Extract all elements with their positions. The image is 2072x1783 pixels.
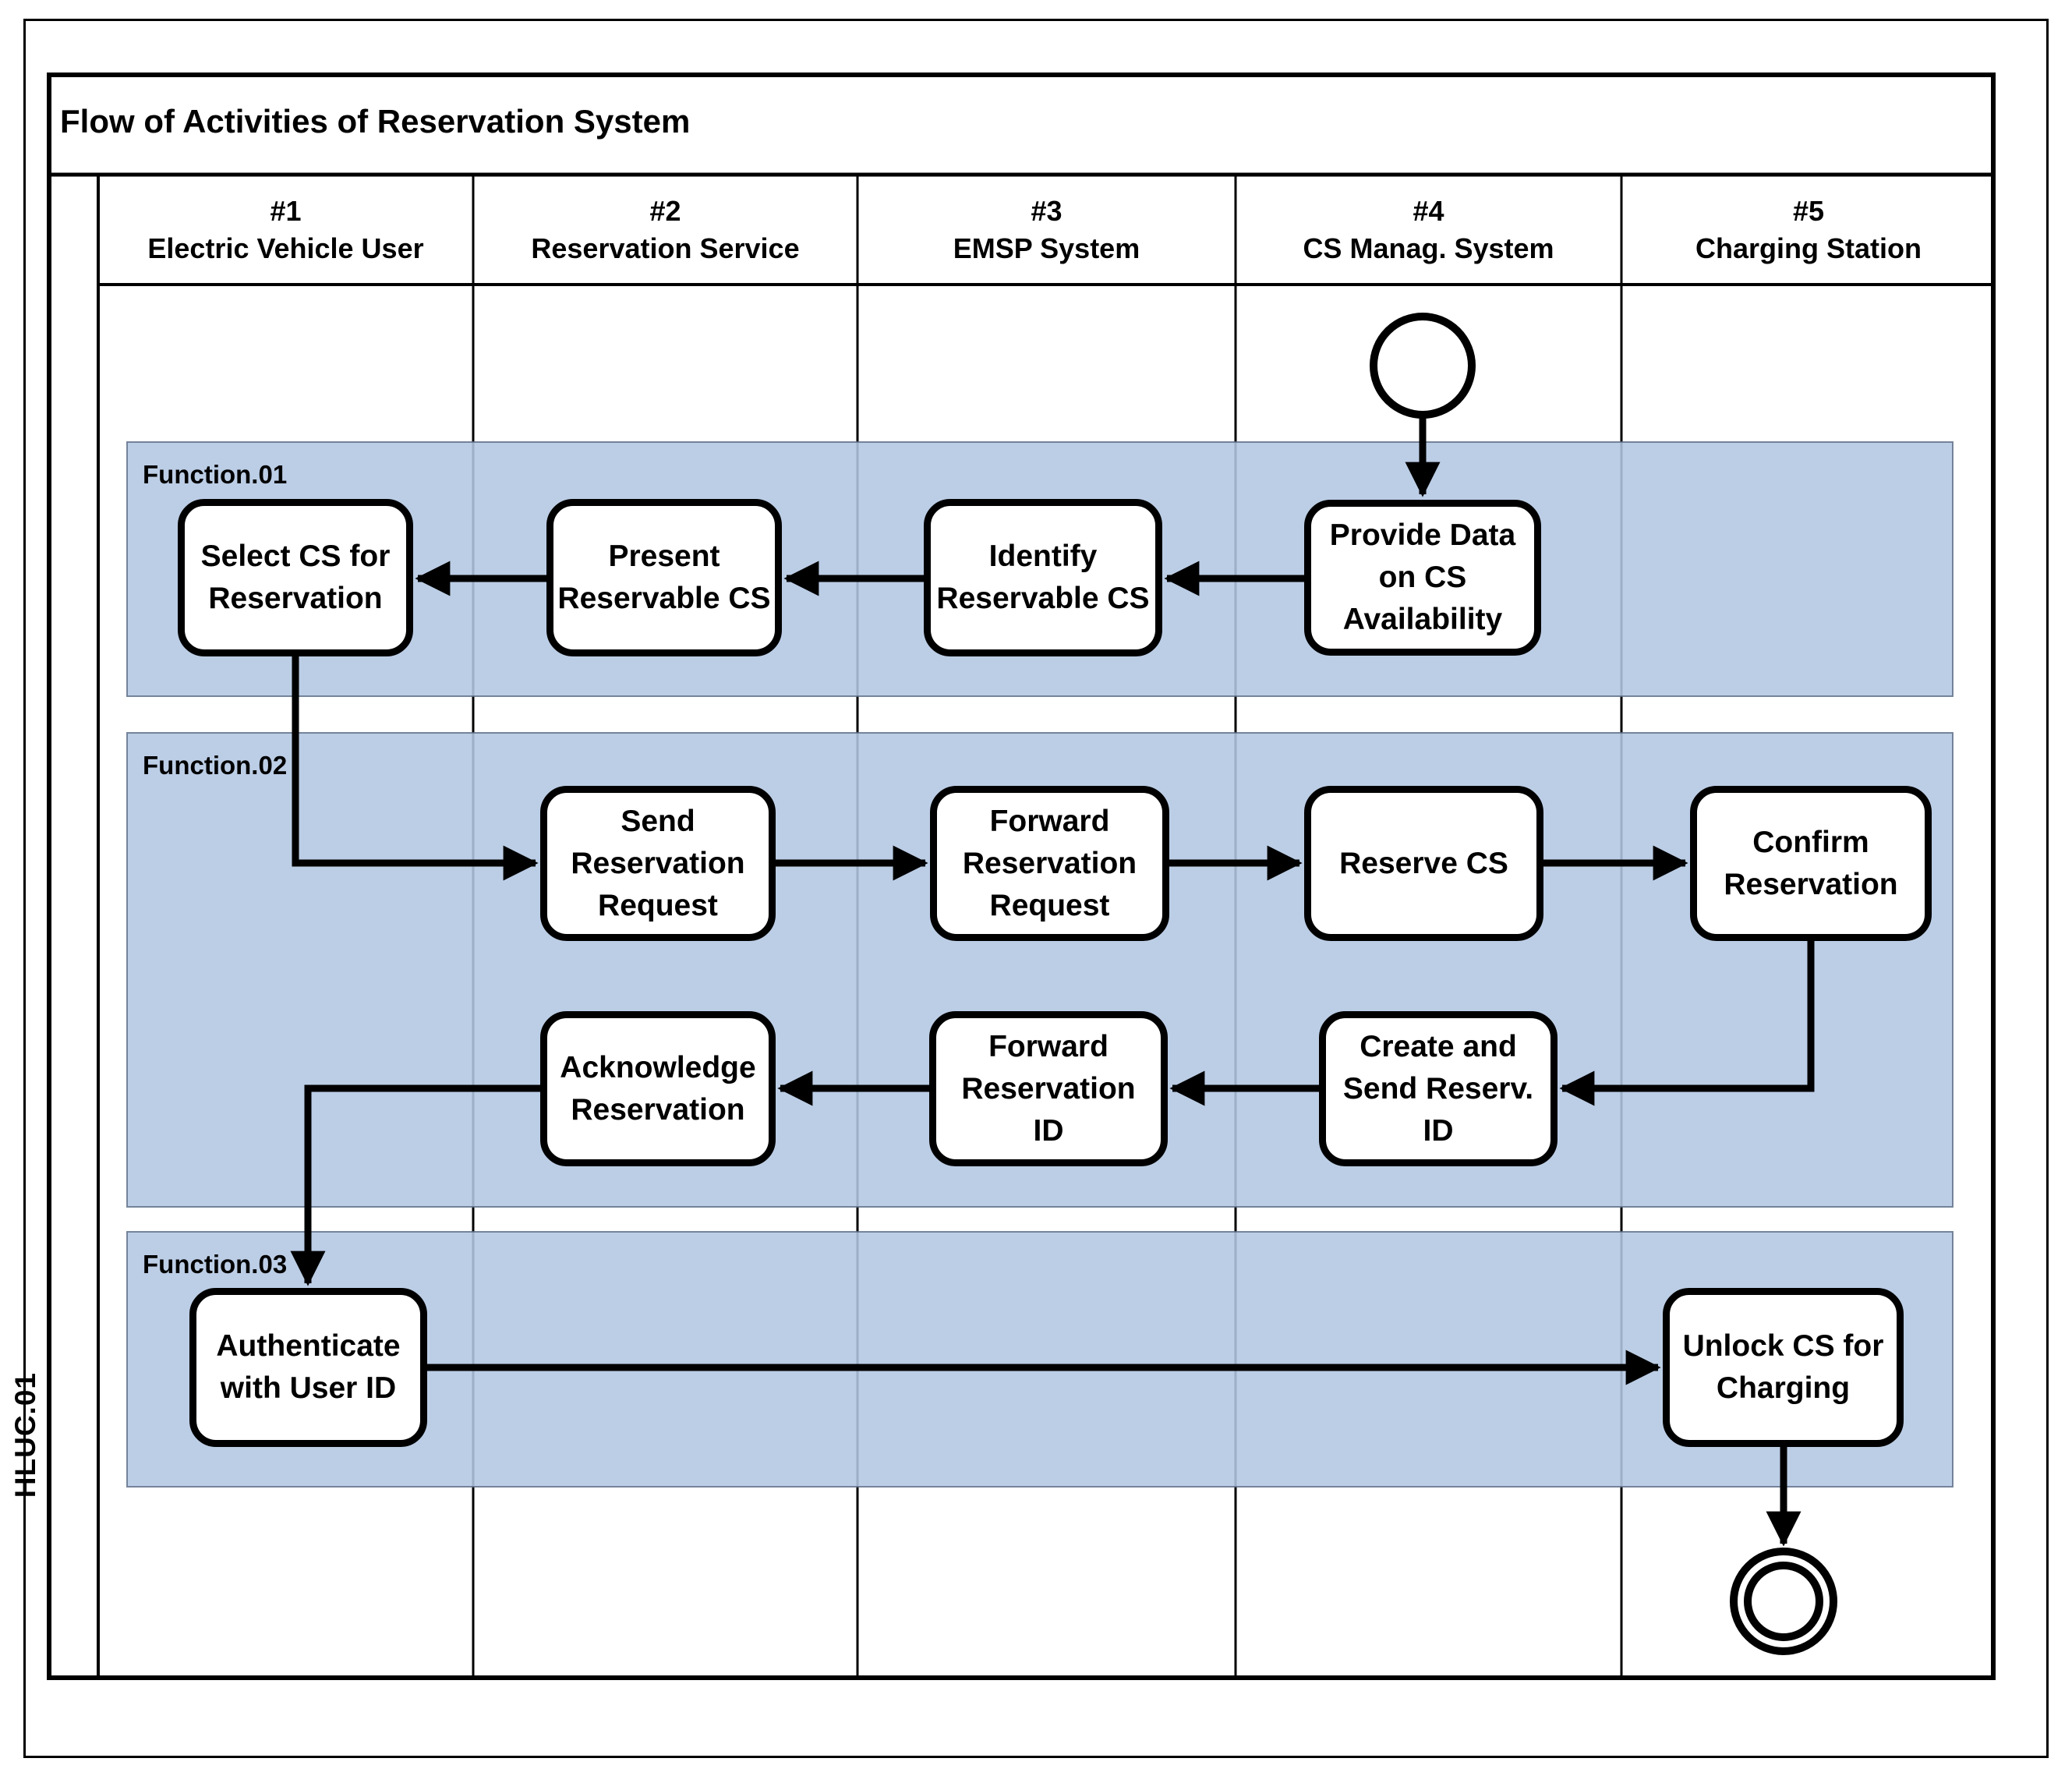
node-authenticate-with-user-id: Authenticate with User ID: [189, 1288, 427, 1447]
hluc-label-text: HLUC.01: [9, 1371, 41, 1498]
node-send-reservation-request: Send Reservation Request: [540, 786, 776, 941]
arrow-acknowledge-to-authenticate: [290, 1084, 540, 1286]
lane-number: #5: [1792, 194, 1825, 227]
flow-arrows: [290, 418, 1815, 1547]
lane-number: #2: [649, 194, 681, 227]
band-label-function-03: Function.03: [143, 1250, 288, 1279]
lane-name: Charging Station: [1695, 232, 1922, 264]
lane-name: Reservation Service: [531, 232, 800, 264]
lane-name: EMSP System: [953, 232, 1140, 264]
node-forward-reservation-request: Forward Reservation Request: [930, 786, 1169, 941]
lane-header-emsp-system: #3 EMSP System: [857, 175, 1236, 285]
node-present-reservable-cs: Present Reservable CS: [546, 499, 782, 656]
arrow-select-to-send: [292, 656, 539, 881]
node-provide-data-on-cs-availability: Provide Data on CS Availability: [1304, 500, 1541, 656]
node-confirm-reservation: Confirm Reservation: [1690, 786, 1932, 941]
lane-header-electric-vehicle-user: #1 Electric Vehicle User: [98, 175, 473, 285]
node-select-cs-for-reservation: Select CS for Reservation: [178, 499, 413, 656]
lane-name: Electric Vehicle User: [147, 232, 424, 264]
arrow-confirm-to-create: [1559, 941, 1815, 1106]
lane-number: #3: [1031, 194, 1063, 227]
node-acknowledge-reservation: Acknowledge Reservation: [540, 1011, 776, 1166]
lane-number: #1: [270, 194, 302, 227]
start-event-circle: [1370, 313, 1476, 419]
lane-number: #4: [1413, 194, 1444, 227]
lane-header-charging-station: #5 Charging Station: [1621, 175, 1996, 285]
page-title: Flow of Activities of Reservation System: [60, 103, 691, 140]
node-create-and-send-reserv-id: Create and Send Reserv. ID: [1319, 1011, 1558, 1166]
band-label-function-02: Function.02: [143, 751, 288, 780]
band-label-function-01: Function.01: [143, 460, 288, 489]
lane-name: CS Manag. System: [1303, 232, 1554, 264]
outer-page-border: [23, 19, 2049, 1758]
end-event-inner-circle: [1744, 1562, 1823, 1641]
lane-header-cs-manag-system: #4 CS Manag. System: [1236, 175, 1621, 285]
node-identify-reservable-cs: Identify Reservable CS: [924, 499, 1162, 656]
lane-header-reservation-service: #2 Reservation Service: [473, 175, 857, 285]
node-forward-reservation-id: Forward Reservation ID: [929, 1011, 1168, 1166]
diagram-frame: [47, 73, 1996, 1680]
node-unlock-cs-for-charging: Unlock CS for Charging: [1663, 1288, 1904, 1447]
node-reserve-cs: Reserve CS: [1304, 786, 1543, 941]
